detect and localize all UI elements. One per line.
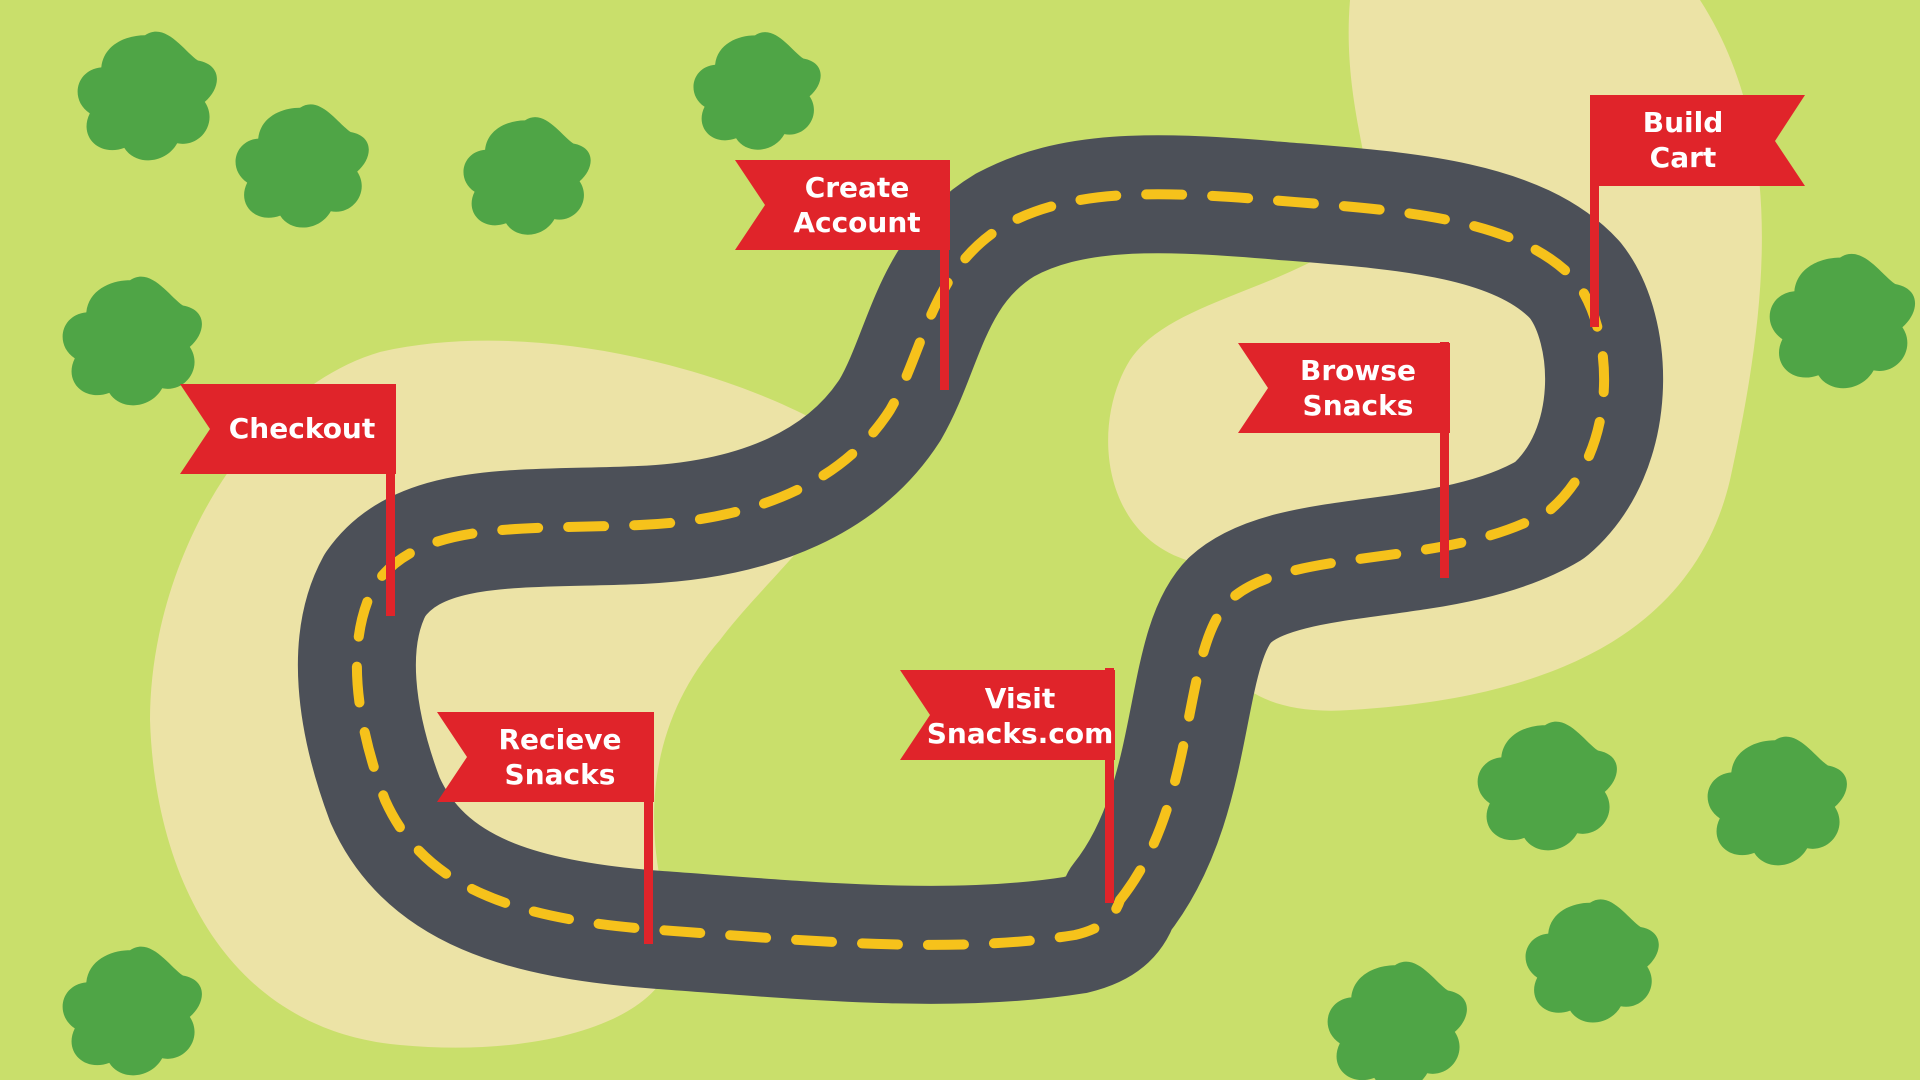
flag-banner (1238, 343, 1450, 433)
flag-browse-snacks: Browse Snacks (1238, 342, 1450, 578)
flag-label: Checkout (229, 412, 376, 445)
flag-banner (180, 384, 396, 474)
flag-label-line-2: Cart (1650, 141, 1717, 174)
flag-banner (437, 712, 654, 802)
flag-recieve-snacks: Recieve Snacks (437, 712, 654, 944)
flag-pole (386, 384, 395, 616)
flag-label-line-2: Snacks.com (927, 717, 1114, 750)
flag-pole (1440, 342, 1449, 578)
flag-label-line-1: Create (805, 171, 910, 204)
flag-banner (735, 160, 950, 250)
road-center-line (351, 189, 1610, 950)
flag-label-line-2: Snacks (505, 758, 616, 791)
flag-build-cart: Build Cart (1590, 95, 1805, 327)
flag-label-line-2: Account (793, 206, 920, 239)
flag-visit-snacks: Visit Snacks.com (900, 668, 1115, 903)
flag-checkout: Checkout (180, 384, 396, 616)
flag-label-line-1: Build (1643, 106, 1724, 139)
flag-pole (1105, 668, 1114, 903)
flag-pole (1590, 95, 1599, 327)
flag-banner (900, 670, 1115, 760)
flag-label-line-1: Browse (1300, 354, 1416, 387)
flag-label-line-1: Visit (985, 682, 1055, 715)
flag-create-account: Create Account (735, 160, 950, 390)
flag-pole (940, 160, 949, 390)
flag-banner (1592, 95, 1805, 186)
flag-label-line-1: Recieve (499, 723, 622, 756)
flag-label-line-2: Snacks (1303, 389, 1414, 422)
flag-pole (644, 712, 653, 944)
